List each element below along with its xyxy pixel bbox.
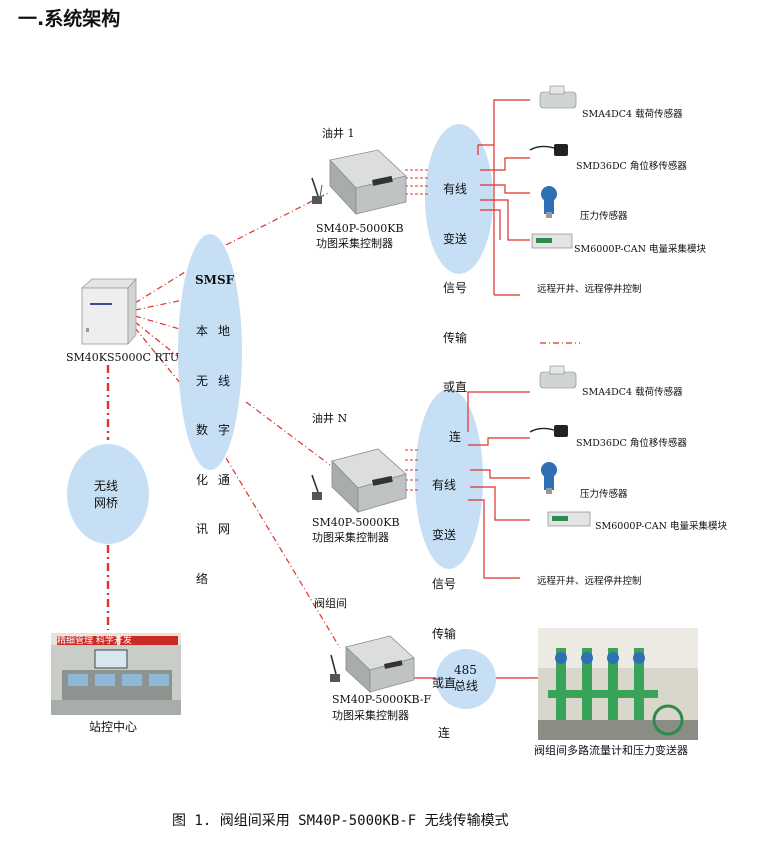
section-heading: 一.系统架构: [18, 8, 121, 30]
bubble-line: 或直: [443, 380, 468, 394]
figure-caption: 图 1. 阀组间采用 SM40P-5000KB-F 无线传输模式: [172, 813, 509, 829]
bubble-line: 连: [438, 725, 451, 740]
valve-photo-label: 阀组间多路流量计和压力变送器: [534, 744, 688, 757]
angle-sensor-icon-n: [529, 425, 568, 437]
wellN-sensor-load: SMA4DC4 载荷传感器: [582, 387, 683, 398]
bubble-line: 有线: [432, 478, 457, 492]
smsf-char: 通: [218, 472, 231, 487]
well1-controller-icon: [311, 149, 407, 216]
well1-bubble-text: 有线 变送 信号 传输 或直 连: [443, 148, 467, 462]
bus-bubble: [436, 649, 496, 709]
bridge-line1: 无线: [94, 479, 119, 493]
power-module-icon-1: [531, 233, 573, 249]
bubble-line: 有线: [443, 182, 468, 196]
bubble-line: 连: [449, 429, 462, 444]
smsf-bubble: [178, 234, 242, 470]
station-photo: [51, 633, 181, 715]
load-sensor-icon-n: [539, 365, 577, 389]
smsf-char: 络: [196, 571, 209, 586]
well1-controller-model: SM40P-5000KB: [316, 222, 404, 235]
smsf-char: 本: [196, 324, 209, 338]
bubble-line: 或直: [432, 676, 457, 690]
smsf-col-left: 本 无 数 化 讯 络: [196, 290, 208, 604]
rtu-cabinet-icon: [80, 277, 137, 346]
smsf-char: 讯: [196, 522, 209, 536]
wellN-bubble: [415, 389, 483, 569]
bubble-line: 变送: [432, 527, 457, 542]
wellN-sensor-angle: SMD36DC 角位移传感器: [576, 438, 687, 449]
angle-sensor-icon-1: [529, 144, 568, 156]
bubble-line: 信号: [432, 577, 457, 591]
link-rtu-smsf-4: [134, 321, 186, 363]
smsf-char: 线: [218, 373, 231, 388]
smsf-char: 网: [218, 522, 231, 536]
wireless-links: [134, 191, 580, 649]
station-sign: 精细管理 科学开发: [57, 636, 132, 646]
bubble-line: 变送: [443, 231, 468, 246]
valve-room-photo: [538, 628, 698, 740]
well1-sensor-pressure: 压力传感器: [580, 211, 628, 222]
bus-line2: 总线: [454, 679, 479, 693]
well1-title: 油井 1: [322, 127, 355, 140]
smsf-char: 无: [196, 373, 209, 388]
power-module-icon-n: [547, 511, 591, 527]
station-label: 站控中心: [89, 720, 138, 734]
bridge-bubble: [67, 444, 149, 544]
wellN-sensor-power: SM6000P-CAN 电量采集模块: [595, 521, 727, 532]
smsf-col-right: 地 线 字 通 网: [218, 290, 230, 554]
controller-wire-links: [405, 169, 428, 491]
valve-controller-name: 功图采集控制器: [332, 709, 409, 722]
link-rtu-smsf-1: [134, 271, 186, 304]
well1-controller-name: 功图采集控制器: [316, 237, 393, 250]
valve-controller-model: SM40P-5000KB-F: [332, 693, 432, 706]
pressure-sensor-icon-1: [541, 186, 557, 218]
link-smsf-wellN: [245, 401, 331, 466]
link-smsf-valve: [225, 457, 341, 649]
bubble-line: 信号: [443, 281, 468, 295]
wellN-sensor-tree: [467, 391, 530, 579]
pressure-sensor-icon-n: [541, 462, 557, 494]
smsf-char: 化: [196, 472, 209, 487]
bubble-line: 传输: [443, 330, 468, 345]
well1-sensor-load: SMA4DC4 载荷传感器: [582, 109, 683, 120]
well1-remote-control: 远程开井、远程停井控制: [537, 284, 642, 295]
link-rtu-smsf-2: [134, 299, 184, 311]
wellN-controller-model: SM40P-5000KB: [312, 516, 400, 529]
wellN-sensor-pressure: 压力传感器: [580, 489, 628, 500]
bridge-line2: 网桥: [94, 496, 119, 510]
valve-controller-icon: [330, 635, 415, 693]
smsf-char: 数: [196, 423, 209, 437]
smsf-title: SMSF: [195, 273, 235, 287]
wellN-controller-icon: [311, 448, 407, 513]
link-rtu-smsf-5: [134, 327, 191, 396]
wellN-remote-control: 远程开井、远程停井控制: [537, 576, 642, 587]
valve-title: 阀组间: [314, 597, 347, 610]
wellN-bubble-text: 有线 变送 信号 传输 或直 连: [432, 444, 456, 758]
wellN-title: 油井 N: [312, 412, 348, 425]
rtu-label: SM40KS5000C RTU: [66, 351, 180, 364]
bubble-line: 传输: [432, 626, 457, 641]
load-sensor-icon-1: [539, 85, 577, 109]
well1-sensor-tree: [477, 99, 530, 296]
smsf-char: 字: [218, 423, 231, 437]
well1-sensor-power: SM6000P-CAN 电量采集模块: [574, 244, 706, 255]
bus-line1: 485: [454, 663, 477, 677]
well1-sensor-angle: SMD36DC 角位移传感器: [576, 161, 687, 172]
link-rtu-smsf-3: [134, 315, 184, 331]
wellN-controller-name: 功图采集控制器: [312, 531, 389, 544]
smsf-char: 地: [218, 324, 231, 338]
well1-bubble: [425, 124, 493, 274]
